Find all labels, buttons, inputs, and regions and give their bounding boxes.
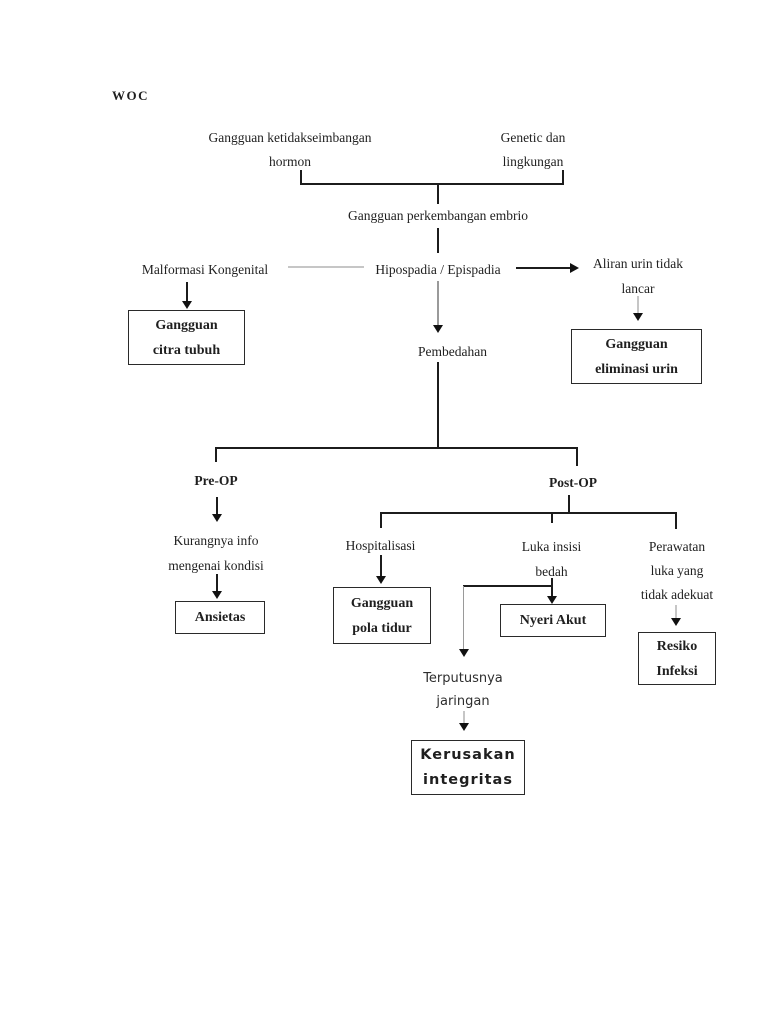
bracket-horizontal-line — [300, 183, 564, 185]
connector-malformasi-citra — [186, 282, 188, 302]
postop-split-horizontal — [380, 512, 676, 514]
connector-preop-kurangnya — [216, 497, 218, 515]
node-terputusnya-jaringan: Terputusnya jaringan — [398, 667, 528, 713]
node-luka-line1: Luka insisi — [521, 539, 582, 554]
node-perawatan-line1: Perawatan — [648, 539, 706, 554]
node-gangguan-embrio: Gangguan perkembangan embrio — [348, 208, 528, 223]
box-eliminasi-line2: eliminasi urin — [595, 361, 678, 377]
connector-perawatan-resiko — [675, 605, 677, 619]
connector-kurangnya-ansietas — [216, 574, 218, 592]
split-left-hook — [215, 447, 217, 462]
box-kerusakan-integritas: Kerusakan integritas — [411, 740, 525, 795]
node-aliran-urin: Aliran urin tidak lancar — [578, 251, 698, 301]
arrow-down-icon — [182, 301, 192, 309]
connector-hipospadia-malformasi — [288, 266, 364, 268]
node-hipospadia-epispadia: Hipospadia / Epispadia — [375, 262, 501, 277]
box-resiko-infeksi: Resiko Infeksi — [638, 632, 716, 685]
node-terputusnya-line1: Terputusnya — [423, 671, 503, 686]
node-luka-insisi: Luka insisi bedah — [498, 534, 605, 584]
box-ansietas: Ansietas — [175, 601, 265, 634]
arrow-down-icon — [212, 514, 222, 522]
box-resiko-line1: Resiko — [656, 638, 698, 654]
node-malformasi-kongenital: Malformasi Kongenital — [141, 262, 269, 277]
box-ansietas-label: Ansietas — [194, 610, 246, 625]
node-pembedahan: Pembedahan — [418, 344, 487, 359]
box-kerusakan-line2: integritas — [423, 771, 513, 788]
node-kurangnya-line1: Kurangnya info — [173, 533, 259, 548]
node-kurangnya-info: Kurangnya info mengenai kondisi — [135, 528, 297, 578]
connector-hipospadia-pembedahan — [437, 281, 439, 326]
connector-aliran-eliminasi — [637, 296, 639, 314]
branch-luka-terputusnya-horizontal — [463, 585, 552, 587]
arrow-down-icon — [671, 618, 681, 626]
split-right-hook — [576, 447, 578, 466]
node-kurangnya-line2: mengenai kondisi — [168, 558, 264, 573]
node-gangguan-hormon: Gangguan ketidakseimbangan hormon — [195, 126, 385, 174]
node-genetic-line2: lingkungan — [502, 154, 564, 169]
bracket-right-tick — [562, 170, 564, 184]
arrow-down-icon — [433, 325, 443, 333]
arrow-right-icon — [570, 263, 579, 273]
box-gangguan-pola-tidur: Gangguan pola tidur — [333, 587, 431, 644]
node-genetic-line1: Genetic dan — [500, 130, 566, 145]
connector-postop-split — [568, 495, 570, 513]
arrow-down-icon — [547, 596, 557, 604]
arrow-down-icon — [459, 649, 469, 657]
arrow-down-icon — [633, 313, 643, 321]
box-citra-line1: Gangguan — [155, 317, 218, 333]
box-citra-line2: citra tubuh — [152, 342, 221, 358]
split-horizontal-line — [215, 447, 578, 449]
box-gangguan-eliminasi-urin: Gangguan eliminasi urin — [571, 329, 702, 384]
connector-embrio-hipospadia — [437, 228, 439, 253]
node-perawatan-luka: Perawatan luka yang tidak adekuat — [618, 535, 736, 607]
postop-split-right-hook — [675, 512, 677, 529]
node-aliran-line2: lancar — [621, 281, 655, 296]
box-pola-line2: pola tidur — [352, 620, 412, 636]
node-pre-op: Pre-OP — [194, 473, 238, 488]
arrow-down-icon — [459, 723, 469, 731]
node-aliran-line1: Aliran urin tidak — [593, 256, 683, 271]
node-genetic-lingkungan: Genetic dan lingkungan — [478, 126, 588, 174]
node-luka-line2: bedah — [535, 564, 568, 579]
connector-hipospadia-aliran — [516, 267, 571, 269]
box-kerusakan-line1: Kerusakan — [420, 746, 516, 763]
node-perawatan-line3: tidak adekuat — [640, 587, 714, 602]
node-terputusnya-line2: jaringan — [436, 694, 490, 709]
box-nyeri-label: Nyeri Akut — [519, 613, 587, 628]
node-gangguan-hormon-line1: Gangguan ketidakseimbangan — [208, 130, 372, 145]
postop-split-left-hook — [380, 512, 382, 528]
node-gangguan-hormon-line2: hormon — [269, 154, 311, 169]
bracket-left-tick — [300, 170, 302, 184]
node-hospitalisasi: Hospitalisasi — [345, 538, 416, 553]
node-post-op: Post-OP — [549, 475, 597, 490]
postop-split-mid-tick — [551, 512, 553, 523]
arrow-down-icon — [212, 591, 222, 599]
connector-hospitalisasi-pola — [380, 555, 382, 577]
connector-terputusnya-kerusakan — [463, 711, 465, 724]
box-pola-line1: Gangguan — [350, 595, 414, 611]
box-resiko-line2: Infeksi — [656, 663, 698, 679]
box-nyeri-akut: Nyeri Akut — [500, 604, 606, 637]
connector-luka-nyeri — [551, 578, 553, 597]
connector-pembedahan-split — [437, 362, 439, 448]
node-perawatan-line2: luka yang — [650, 563, 704, 578]
bracket-stem-line — [437, 184, 439, 204]
box-gangguan-citra-tubuh: Gangguan citra tubuh — [128, 310, 245, 365]
page-title: WOC — [112, 88, 149, 103]
arrow-down-icon — [376, 576, 386, 584]
branch-luka-terputusnya-vertical — [463, 586, 465, 650]
box-eliminasi-line1: Gangguan — [605, 336, 668, 352]
